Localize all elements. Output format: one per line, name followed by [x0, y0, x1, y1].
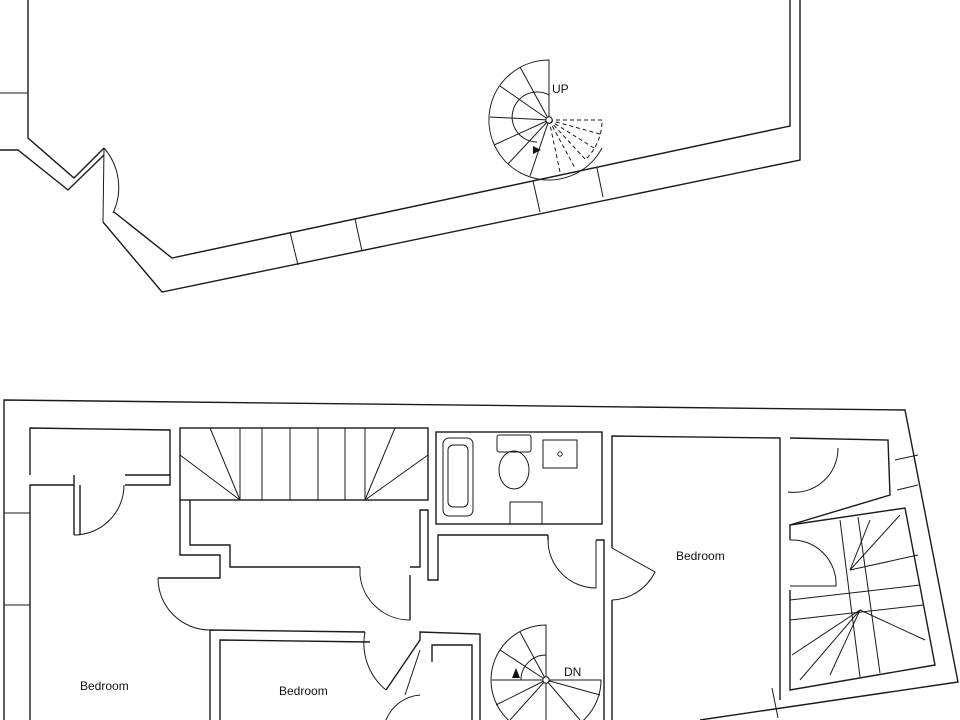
lower-floor-plan: Bedroom Bedroom Bedroom DN	[3, 399, 959, 720]
basin-counter	[509, 501, 543, 525]
lower-closet-right-door	[787, 447, 839, 493]
lower-right-bedroom-door	[611, 547, 656, 601]
lower-spiral-stair	[490, 624, 602, 720]
lower-right-stair	[789, 507, 936, 691]
toilet-bowl	[498, 450, 530, 490]
sink	[542, 439, 578, 469]
upper-outer-wall-lower	[102, 0, 801, 293]
upper-spiral-stair	[488, 59, 603, 181]
lower-bath-door-swing	[547, 539, 597, 589]
upper-floor-plan: UP	[0, 0, 801, 293]
lower-bedroom-door-swing	[157, 577, 211, 631]
lower-closet-door-swing	[73, 484, 125, 536]
toilet-tank	[496, 434, 532, 453]
room-label-bedroom-right: Bedroom	[676, 549, 725, 563]
room-label-bedroom-left: Bedroom	[80, 679, 129, 693]
upper-window-2a	[532, 180, 541, 213]
lower-inner-wall	[29, 484, 74, 720]
upper-window-2b	[596, 167, 604, 198]
bathtub	[442, 437, 474, 517]
upper-stair-label: UP	[552, 82, 569, 96]
lower-hall-door-swing	[359, 567, 411, 621]
upper-window-1b	[354, 218, 363, 252]
room-label-bedroom-middle: Bedroom	[279, 684, 328, 698]
upper-inner-wall	[27, 0, 105, 179]
lower-stair-label: DN	[564, 665, 581, 679]
lower-closet	[29, 427, 171, 476]
upper-door-swing	[102, 147, 120, 223]
lower-outer-wall	[3, 399, 959, 720]
upper-outer-wall	[0, 149, 105, 191]
upper-inner-wall-lower	[113, 0, 791, 259]
lower-stair-right-door	[789, 539, 837, 587]
lower-main-stair	[179, 427, 429, 501]
upper-window-1a	[289, 231, 299, 266]
